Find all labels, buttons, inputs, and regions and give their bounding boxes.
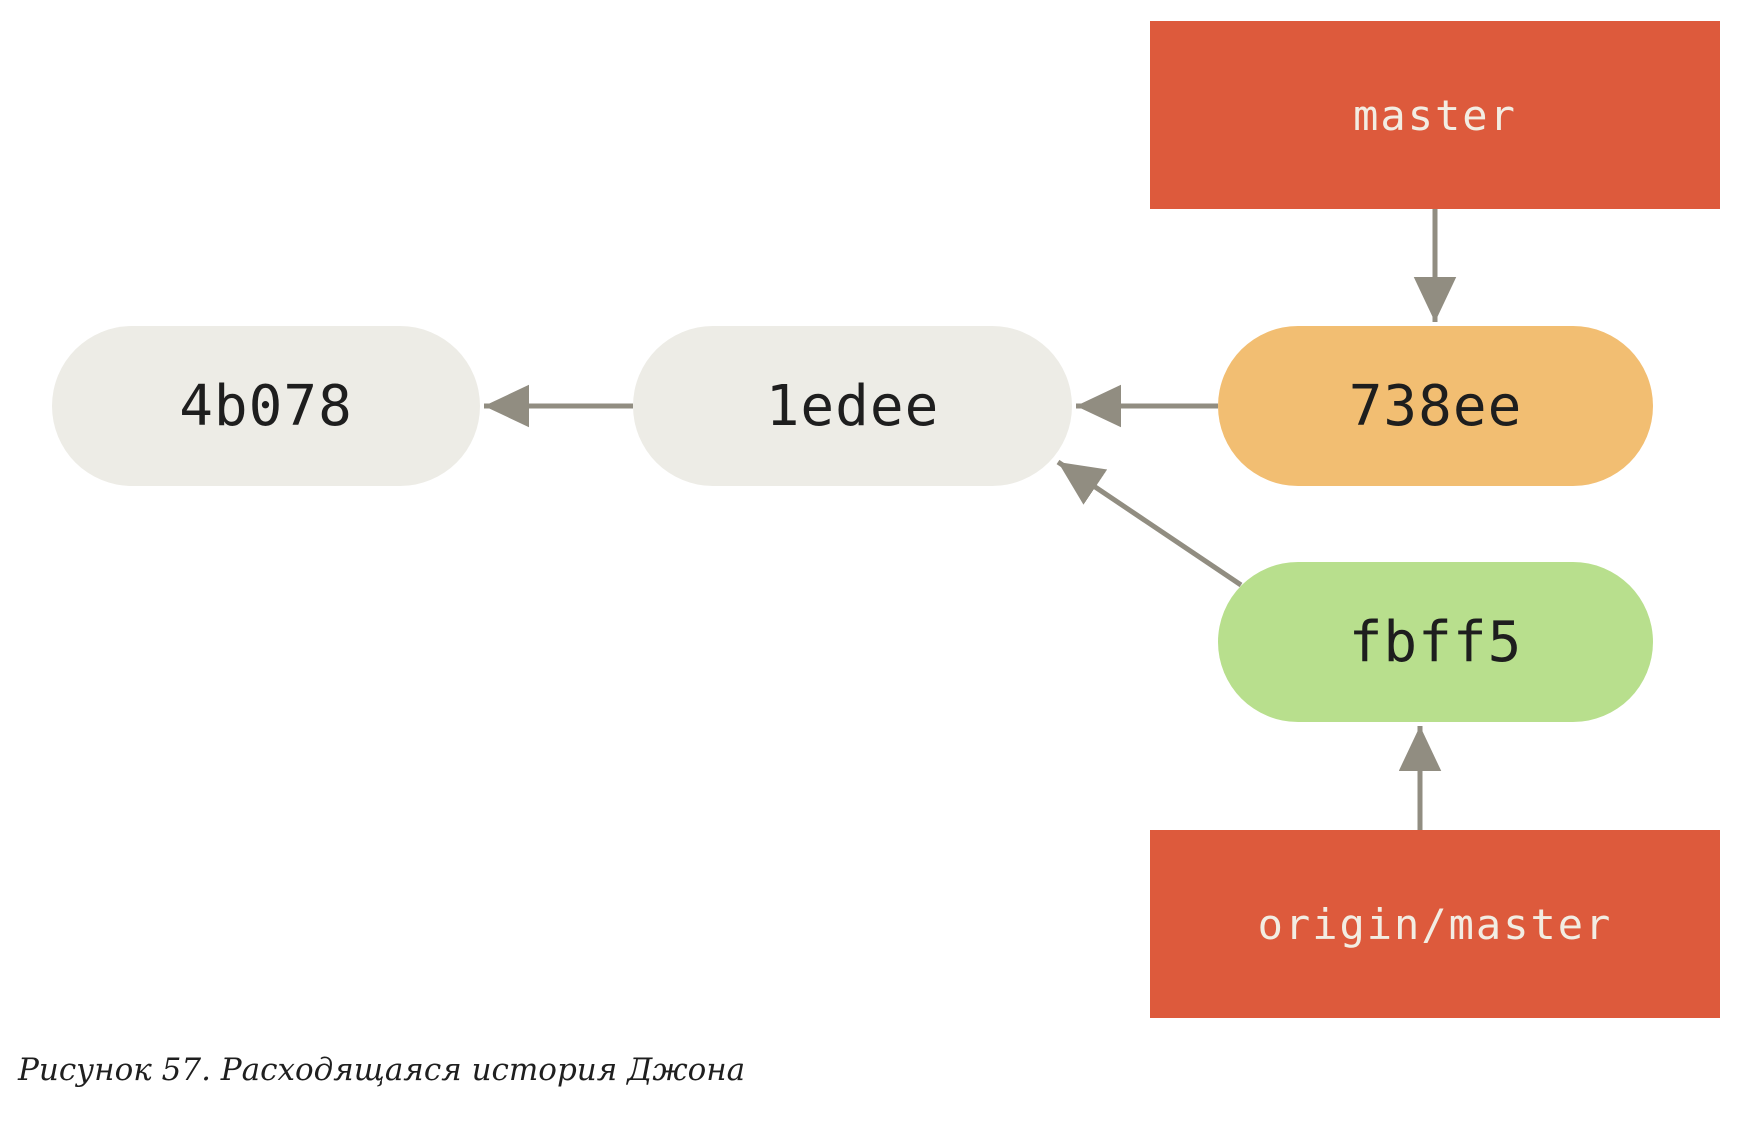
ref-label-master: master: [1353, 90, 1517, 140]
commit-label-1edee: 1edee: [765, 373, 940, 439]
commit-node-fbff5: fbff5: [1218, 562, 1653, 722]
commit-label-fbff5: fbff5: [1348, 609, 1523, 675]
ref-box-origin-master: origin/master: [1150, 830, 1720, 1018]
ref-box-master: master: [1150, 21, 1720, 209]
figure-caption: Рисунок 57. Расходящаяся история Джона: [18, 1052, 746, 1088]
commit-label-738ee: 738ee: [1348, 373, 1523, 439]
edge-fbff5-to-1edee: [1056, 459, 1243, 588]
commit-node-1edee: 1edee: [633, 326, 1072, 486]
ref-label-origin-master: origin/master: [1257, 899, 1613, 949]
commit-node-738ee: 738ee: [1218, 326, 1653, 486]
commit-label-4b078: 4b078: [179, 373, 353, 439]
commit-node-4b078: 4b078: [52, 326, 480, 486]
